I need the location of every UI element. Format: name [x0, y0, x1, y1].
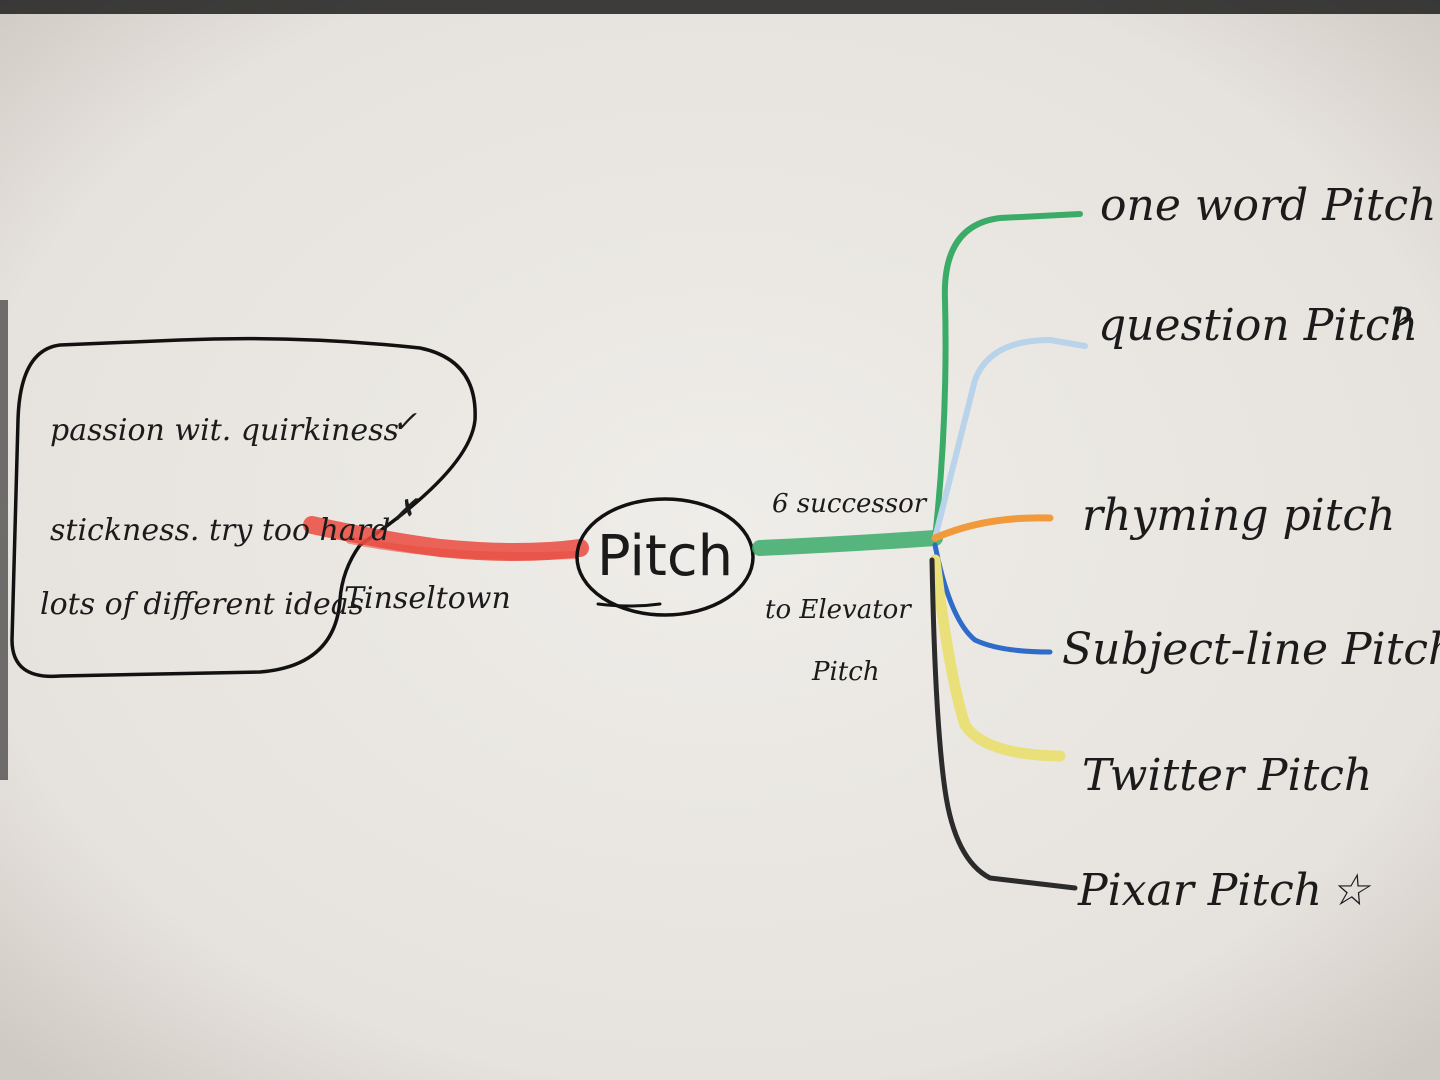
branch-label-rhyming: rhyming pitch: [1082, 490, 1395, 541]
note-item: lots of different ideas: [40, 587, 364, 622]
right-link-label-bottom-2: Pitch: [811, 657, 880, 687]
paper-left-shadow: [0, 300, 8, 780]
right-link-label-top: 6 successor: [772, 489, 928, 519]
cross-mark-icon: ✗: [392, 493, 419, 528]
central-node-outline: [575, 497, 755, 617]
branch-label-subject: Subject-line Pitch: [1062, 624, 1440, 675]
central-node: Pitch: [575, 497, 755, 617]
central-node-label: Pitch: [597, 524, 733, 589]
branch-label-question: question Pitch: [1098, 300, 1418, 351]
left-link-line: [303, 516, 589, 561]
branch-label-twitter: Twitter Pitch: [1082, 750, 1372, 801]
branch-line-question: [932, 337, 1088, 541]
branch-line-one-word: [932, 211, 1083, 541]
right-link-line: [752, 530, 943, 556]
branch-line-rhyming: [931, 514, 1054, 542]
left-link-label: Tinseltown: [344, 581, 511, 616]
branch-line-pixar: [929, 557, 1078, 891]
paper-top-shadow: [0, 0, 1440, 14]
left-link-group: [303, 516, 589, 561]
notes-list: passion wit. quirkiness ✓ stickness. try…: [40, 405, 419, 622]
branch-label-pixar: Pixar Pitch: [1077, 865, 1322, 916]
branch-label-one-word: one word Pitch: [1100, 180, 1437, 231]
branch-lines: [929, 211, 1088, 891]
left-link-line-shade: [346, 536, 579, 560]
check-mark-icon: ✓: [392, 405, 417, 440]
note-item: stickness. try too hard: [50, 513, 390, 548]
right-link-label-bottom-1: to Elevator: [765, 595, 912, 625]
branch-labels: one word Pitch question Pitch ? rhyming …: [1062, 180, 1440, 916]
central-node-underline: [596, 602, 662, 608]
branch-line-twitter: [929, 554, 1066, 762]
note-item: passion wit. quirkiness: [50, 413, 399, 448]
star-icon: ☆: [1330, 865, 1372, 916]
branch-line-subject: [932, 542, 1053, 655]
question-mark-icon: ?: [1388, 300, 1412, 351]
